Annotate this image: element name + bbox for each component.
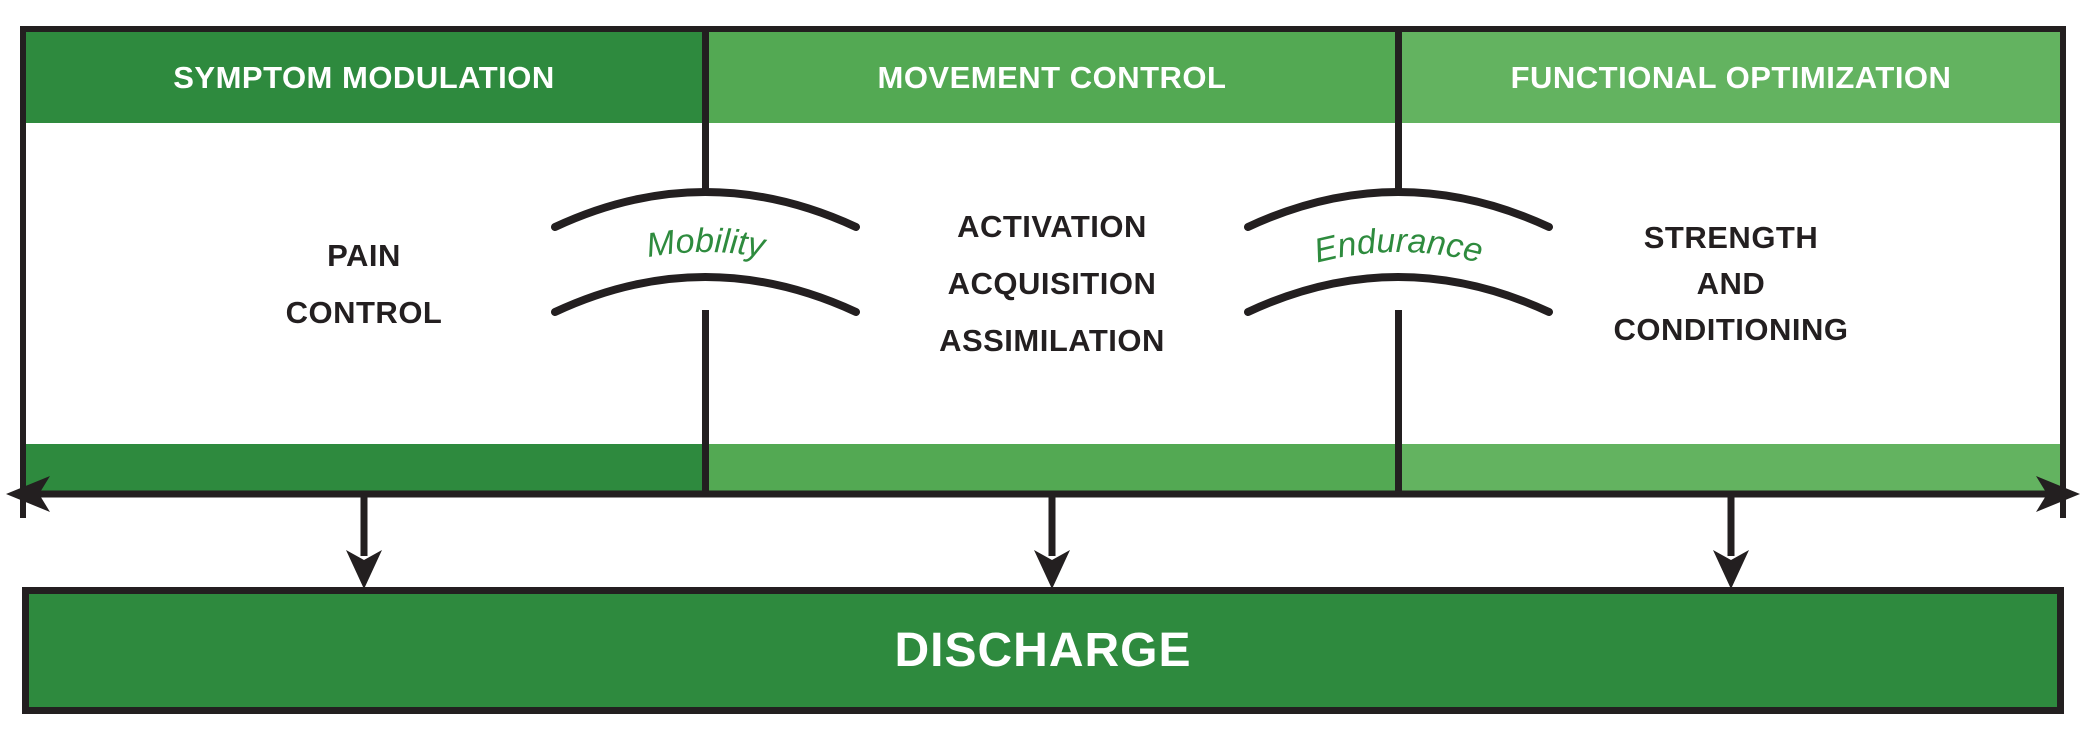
phase-movement-control: MOVEMENT CONTROL ACTIVATION ACQUISITION … xyxy=(709,32,1395,494)
phase-body-line: CONDITIONING xyxy=(1613,311,1849,347)
phase-body-line: ACTIVATION xyxy=(957,209,1147,244)
panel-left-border-tail xyxy=(20,494,26,518)
left-arrowhead-icon xyxy=(6,476,50,512)
phase-body-line: PAIN xyxy=(327,237,401,273)
discharge-arrows xyxy=(346,496,1749,589)
phase-body-line: CONTROL xyxy=(285,294,443,330)
phase-body-movement-control: ACTIVATION ACQUISITION ASSIMILATION xyxy=(709,123,1395,444)
upper-arc xyxy=(1244,188,1553,231)
phase-header-movement-control: MOVEMENT CONTROL xyxy=(709,32,1395,123)
down-arrowhead-icon xyxy=(1713,550,1749,589)
transition-mobility-break: Mobility xyxy=(551,188,860,316)
phase-body-line: ACQUISITION xyxy=(947,266,1157,301)
lower-arc xyxy=(1244,273,1553,316)
divider-gap-mask xyxy=(683,196,728,310)
phase-body-line: ASSIMILATION xyxy=(939,323,1165,358)
transition-label-mobility: Mobility xyxy=(644,222,770,266)
phase-body-functional-optimization: STRENGTH AND CONDITIONING xyxy=(1402,123,2060,444)
phase-footer-strip xyxy=(26,444,702,494)
discharge-banner: DISCHARGE xyxy=(22,587,2064,714)
down-arrowhead-icon xyxy=(346,550,382,589)
phase-symptom-modulation: SYMPTOM MODULATION PAIN CONTROL xyxy=(26,32,702,494)
phase-functional-optimization: FUNCTIONAL OPTIMIZATION STRENGTH AND CON… xyxy=(1402,32,2060,494)
right-arrowhead-icon xyxy=(2036,476,2080,512)
panel-right-border-tail xyxy=(2060,494,2066,518)
phases-panel: SYMPTOM MODULATION PAIN CONTROL MOVEMENT… xyxy=(20,26,2066,494)
down-arrowhead-icon xyxy=(1034,550,1070,589)
phase-body-line: STRENGTH xyxy=(1643,219,1819,255)
phase-header-symptom-modulation: SYMPTOM MODULATION xyxy=(26,32,702,123)
transition-endurance-break: Endurance xyxy=(1244,188,1553,316)
phase-body-line: AND xyxy=(1696,265,1766,301)
discharge-label: DISCHARGE xyxy=(894,624,1192,677)
upper-arc xyxy=(551,188,860,231)
phase-header-functional-optimization: FUNCTIONAL OPTIMIZATION xyxy=(1402,32,2060,123)
phase-footer-strip xyxy=(709,444,1395,494)
phase-footer-strip xyxy=(1402,444,2060,494)
phase-body-symptom-modulation: PAIN CONTROL xyxy=(26,123,702,444)
divider-gap-mask xyxy=(1376,196,1421,310)
continuum-double-arrow xyxy=(6,476,2080,512)
lower-arc xyxy=(551,273,860,316)
